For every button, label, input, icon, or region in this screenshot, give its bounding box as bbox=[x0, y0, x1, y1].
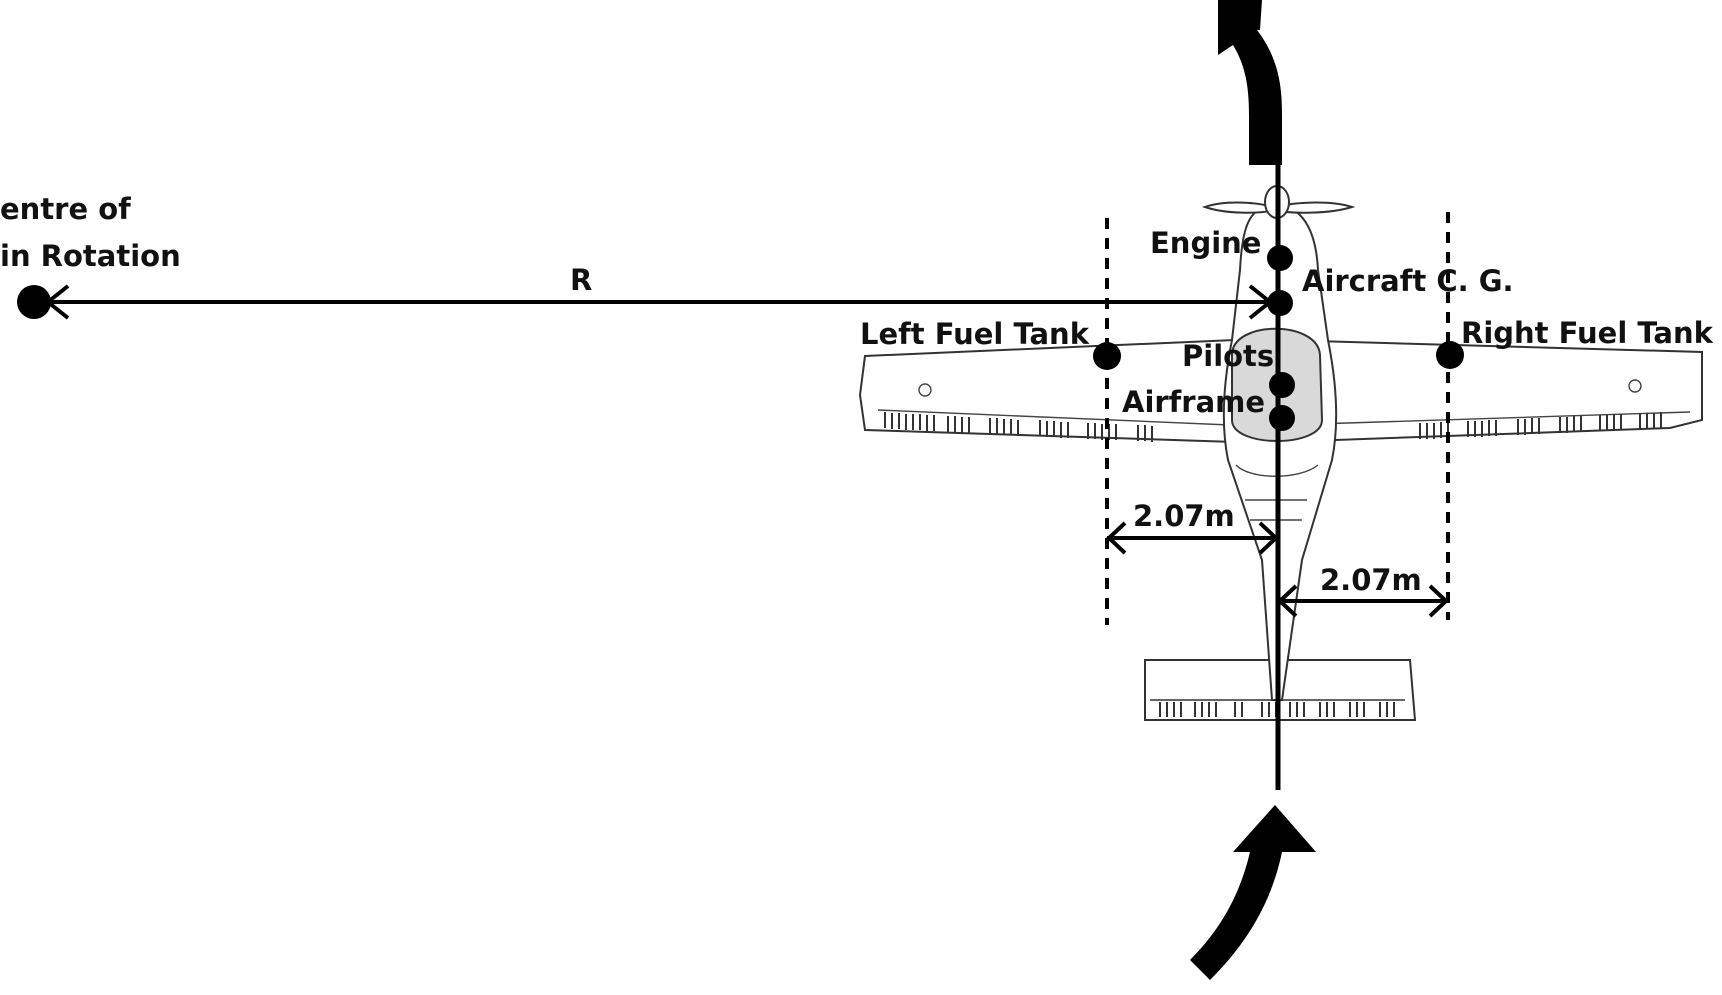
rotation-arrow-icon bbox=[1218, 0, 1282, 165]
left-dimension-arrow bbox=[1106, 521, 1279, 555]
engine-label: Engine bbox=[1150, 226, 1261, 260]
left-distance-label: 2.07m bbox=[1133, 499, 1235, 533]
pilots-label: Pilots bbox=[1182, 339, 1274, 373]
aircraft-cg-point bbox=[1267, 290, 1293, 316]
airframe-point bbox=[1269, 405, 1295, 431]
right-fuel-tank-point bbox=[1436, 341, 1464, 369]
airframe-label: Airframe bbox=[1122, 385, 1265, 419]
rotation-arrow-icon bbox=[1190, 805, 1316, 980]
right-distance-label: 2.07m bbox=[1320, 563, 1422, 597]
engine-point bbox=[1267, 245, 1293, 271]
left-fuel-tank-point bbox=[1093, 342, 1121, 370]
aircraft-cg-label: Aircraft C. G. bbox=[1302, 264, 1514, 298]
right-dimension-arrow bbox=[1277, 584, 1449, 618]
spin-centre-point bbox=[17, 285, 51, 319]
centre-label-line2: in Rotation bbox=[0, 239, 181, 273]
right-fuel-tank-label: Right Fuel Tank bbox=[1461, 316, 1714, 350]
radius-label: R bbox=[570, 263, 592, 297]
centre-label-line1: entre of bbox=[0, 192, 131, 226]
pilots-point bbox=[1269, 372, 1295, 398]
left-fuel-tank-label: Left Fuel Tank bbox=[860, 317, 1090, 351]
wing-hatching bbox=[884, 412, 1662, 442]
